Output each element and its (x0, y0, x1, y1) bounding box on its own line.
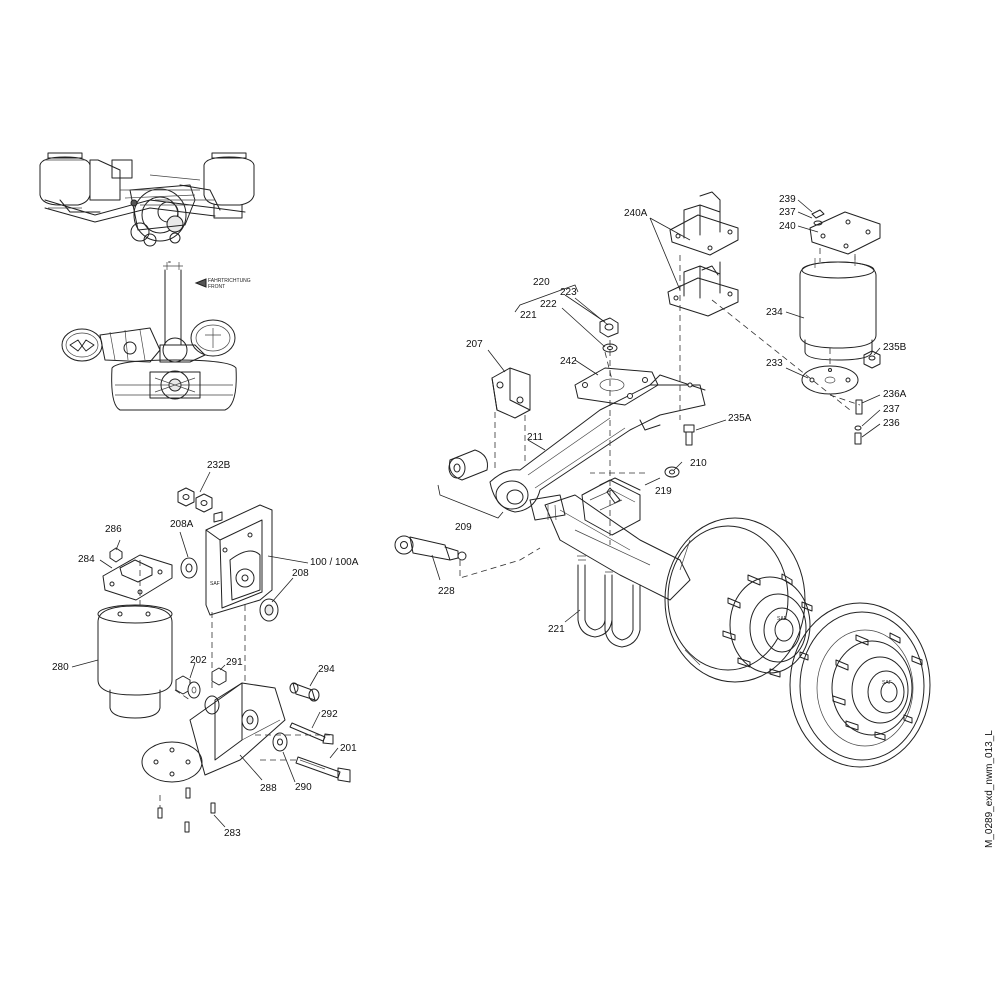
shock-absorber-228 (394, 535, 467, 561)
washer-208A (180, 557, 198, 579)
bracket-240A-upper (669, 191, 739, 256)
label-236A: 236A (883, 389, 907, 400)
label-235A: 235A (728, 413, 752, 424)
label-242: 242 (560, 356, 577, 367)
label-201: 201 (340, 743, 357, 754)
bracket-240A-lower (667, 261, 739, 317)
label-228: 228 (438, 586, 455, 597)
top-plate-240 (809, 209, 881, 255)
label-209: 209 (455, 522, 472, 533)
bolt-236A (855, 399, 863, 415)
svg-text:SAF: SAF (882, 680, 892, 686)
label-288: 288 (260, 783, 277, 794)
bracket-207 (491, 367, 531, 419)
washer-237 (854, 425, 862, 431)
washer-290 (272, 732, 288, 752)
washer-208 (259, 598, 279, 622)
bush-209 (448, 449, 488, 481)
label-280: 280 (52, 662, 69, 673)
label-284: 284 (78, 554, 95, 565)
nut-202 (175, 675, 201, 699)
svg-text:SAF: SAF (777, 616, 787, 622)
label-290: 290 (295, 782, 312, 793)
label-237-upper: 237 (779, 207, 796, 218)
label-286: 286 (105, 524, 122, 535)
label-236: 236 (883, 418, 900, 429)
piston-plate-233 (801, 365, 859, 395)
bolt-235A (683, 424, 695, 446)
label-211: 211 (527, 432, 543, 443)
washer-210 (664, 466, 680, 478)
nuts-232B (177, 487, 223, 523)
nut-223 (599, 317, 619, 338)
air-bag-280 (97, 604, 173, 719)
trailing-arm-211 (489, 367, 706, 513)
svg-text:SAF: SAF (210, 581, 220, 587)
direction-label-en: FRONT (208, 284, 225, 290)
bolt-236 (854, 432, 862, 445)
label-219: 219 (655, 486, 672, 497)
label-237-lower: 237 (883, 404, 900, 415)
label-239: 239 (779, 194, 796, 205)
label-222: 222 (540, 299, 557, 310)
piston-bracket-288 (189, 682, 286, 776)
label-207: 207 (466, 339, 483, 350)
top-plate-284 (102, 554, 173, 601)
nut-291 (211, 667, 227, 686)
part-labels: 220 221 222 223 207 242 211 209 228 219 … (52, 194, 907, 839)
direction-arrow-icon (194, 278, 207, 288)
label-294: 294 (318, 664, 335, 675)
label-283: 283 (224, 828, 241, 839)
label-232B: 232B (207, 460, 231, 471)
label-100-100A: 100 / 100A (310, 557, 359, 568)
bottom-plate-283 (141, 741, 203, 783)
label-234: 234 (766, 307, 783, 318)
bolt-292 (289, 722, 334, 745)
label-208: 208 (292, 568, 309, 579)
overview-side-view (39, 152, 255, 247)
label-221-lower: 221 (548, 624, 565, 635)
svg-text:=: = (168, 260, 171, 266)
label-202: 202 (190, 655, 207, 666)
label-208A: 208A (170, 519, 194, 530)
direction-label-de: FAHRTRICHTUNG (208, 278, 251, 284)
drawing-id: M_0289_exd_nwm_013_L (984, 730, 995, 848)
label-220: 220 (533, 277, 550, 288)
hanger-bracket-100: SAF (205, 504, 273, 616)
label-292: 292 (321, 709, 338, 720)
label-221-upper: 221 (520, 310, 537, 321)
assembly-lines (139, 248, 861, 808)
label-235B: 235B (883, 342, 907, 353)
nut-286 (109, 547, 123, 563)
axle-assembly: SAF SAF (529, 477, 931, 768)
label-223: 223 (560, 287, 577, 298)
label-210: 210 (690, 458, 707, 469)
air-bag-234 (799, 256, 877, 361)
label-240A: 240A (624, 208, 648, 219)
label-291: 291 (226, 657, 243, 668)
label-233: 233 (766, 358, 783, 369)
overview-rear-view: = FAHRTRICHTUNG FRONT (61, 260, 251, 411)
bolt-201 (295, 756, 351, 783)
label-240: 240 (779, 221, 796, 232)
leader-lines (71, 199, 881, 828)
nut-235B (863, 350, 881, 369)
sleeve-294 (289, 682, 320, 702)
screws-283 (157, 787, 216, 833)
